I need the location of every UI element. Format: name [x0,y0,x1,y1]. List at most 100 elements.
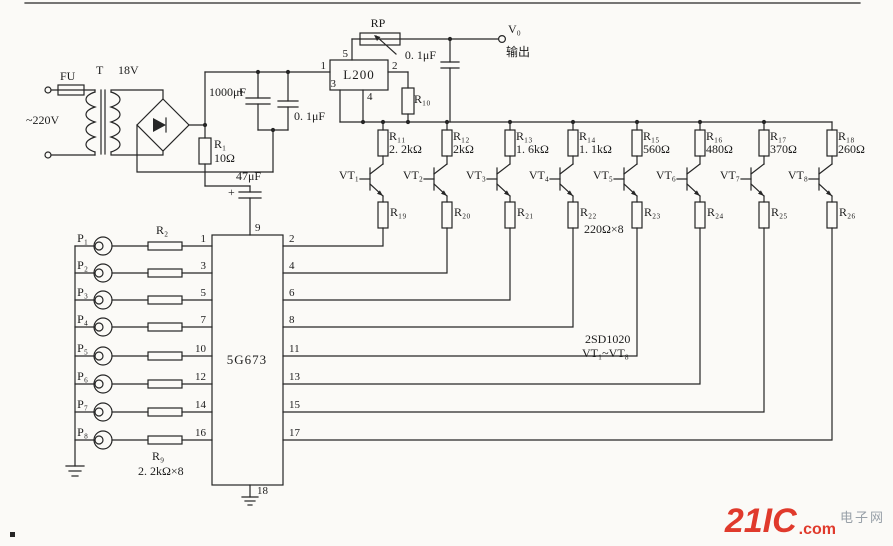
transistor-label: VT₆ [656,168,676,182]
emitter-resistor-name: R₂₁ [517,205,533,219]
base-resistor [826,129,838,157]
l200-pin1: 1 [321,60,327,72]
base-resistor [631,129,643,157]
channel-6: R₁₆ 480Ω VT₆ R₂₄ [282,121,733,385]
r10-name: R₁₀ [414,92,430,106]
emitter-resistor-name: R₂₅ [771,205,787,219]
npn-emitter-arrow-icon [504,190,510,196]
r1-value: 10Ω [214,151,235,165]
primary-winding [85,91,97,153]
button-label: P₈ [77,425,88,439]
cap-100n-label: 0. 1μF [294,109,325,123]
transistor-label: VT₄ [529,168,549,182]
rp-wiper-arrow [374,35,381,41]
button-label: P₁ [77,231,88,245]
bridge-diamond [136,98,190,152]
r1-name: R₁ [214,137,226,151]
transistor-label: VT₁ [339,168,359,182]
ic-right-pin: 8 [289,314,295,326]
ic-left-pin: 12 [195,371,206,383]
mains-label: ~220V [26,113,59,127]
fuse-symbol [57,84,85,96]
emitter-resistor [631,201,643,229]
input-row-6: P₆ 12 [74,369,213,394]
emitter-resistor [826,201,838,229]
button-label: P₅ [77,341,88,355]
input-row-4: P₄ 7 [74,312,213,337]
rp-label: RP [371,16,386,30]
watermark-brand: 21IC [724,502,797,540]
base-resistor [377,129,389,157]
base-resistor-name: R₁₈ [838,129,854,143]
ic-pin18: 18 [257,485,269,497]
ic-left-pin: 14 [195,399,207,411]
base-resistor-name: R₁₃ [516,129,532,143]
ic-ground-icon [241,496,259,506]
output-terminal [498,34,507,43]
button-label: P₂ [77,258,88,272]
l200-name: L200 [343,67,374,82]
emitter-resistor-name: R₂₆ [839,205,855,219]
input-resistor [147,379,183,389]
base-resistor [758,129,770,157]
button-label: P₄ [77,312,88,326]
emitter-resistor-name: R₂₃ [644,205,660,219]
base-resistor-name: R₁₆ [706,129,722,143]
input-row-5: P₅ 10 [74,341,213,366]
fuse-label: FU [60,69,76,83]
transistor-label: VT₇ [720,168,740,182]
ic-body [211,234,284,486]
channel-1: R₁₁ 2. 2kΩ VT₁ R₁₉ [282,121,422,247]
base-resistor-name: R₁₇ [770,129,786,143]
diode-icon [153,118,166,132]
input-resistor [147,268,183,278]
input-row-7: P₇ 14 [74,397,213,422]
regulator-l200: L200 1 2 5 3 4 [321,38,398,123]
filter-cap-1000uf: 1000μF + [209,69,271,131]
emitter-resistor [758,201,770,229]
button-label: P₃ [77,285,88,299]
input-row-2: P₂ 3 [74,258,213,283]
output-cap-100n: 0. 1μF [405,36,460,123]
cap-1000uf-label: 1000μF [209,85,246,99]
potentiometer-rp: RP [351,16,499,55]
input-row-1: P₁ 1 [74,231,213,256]
transformer: T 18V [85,63,139,156]
base-resistor-name: R₁₂ [453,129,469,143]
base-resistor-value: 1. 6kΩ [516,142,549,156]
cap-47uf-label: 47μF [236,169,261,183]
cap-1000uf-polarity: + [237,84,244,98]
ic-pin9: 9 [255,222,261,234]
input-resistor [147,322,183,332]
resistor-r1 [198,137,212,165]
emitter-resistor-note: 220Ω×8 [584,222,624,236]
mains-terminal-bottom [44,151,52,159]
input-resistor [147,241,183,251]
ic-right-pin: 13 [289,371,301,383]
emitter-resistor [567,201,579,229]
transistor-label: VT₂ [403,168,423,182]
base-resistor-name: R₁₄ [579,129,595,143]
base-resistor-value: 260Ω [838,142,865,156]
button-label: P₇ [77,397,88,411]
ic-decoupling-cap-47uf: 47μF + [228,169,262,236]
channel-7: R₁₇ 370Ω VT₇ R₂₅ [282,121,797,413]
channel-2: R₁₂ 2kΩ VT₂ R₂₀ [282,121,474,274]
l200-body [329,59,389,91]
ground-return [136,124,274,173]
input-row-8: P₈ 16 [74,425,213,450]
base-resistor-value: 2kΩ [453,142,474,156]
rp-body [359,32,401,46]
base-resistor [504,129,516,157]
ic-right-pin: 4 [289,260,295,272]
l200-pin4: 4 [367,91,373,103]
transistor-label: VT₅ [593,168,613,182]
cap-47uf-polarity: + [228,185,235,199]
channel-4: R₁₄ 1. 1kΩ VT₄ R₂₂ [282,121,612,328]
base-resistor-value: 1. 1kΩ [579,142,612,156]
mains-terminal-top [44,86,52,94]
output-label-cn: 输出 [506,44,530,59]
output-label: V₀ [508,22,521,36]
